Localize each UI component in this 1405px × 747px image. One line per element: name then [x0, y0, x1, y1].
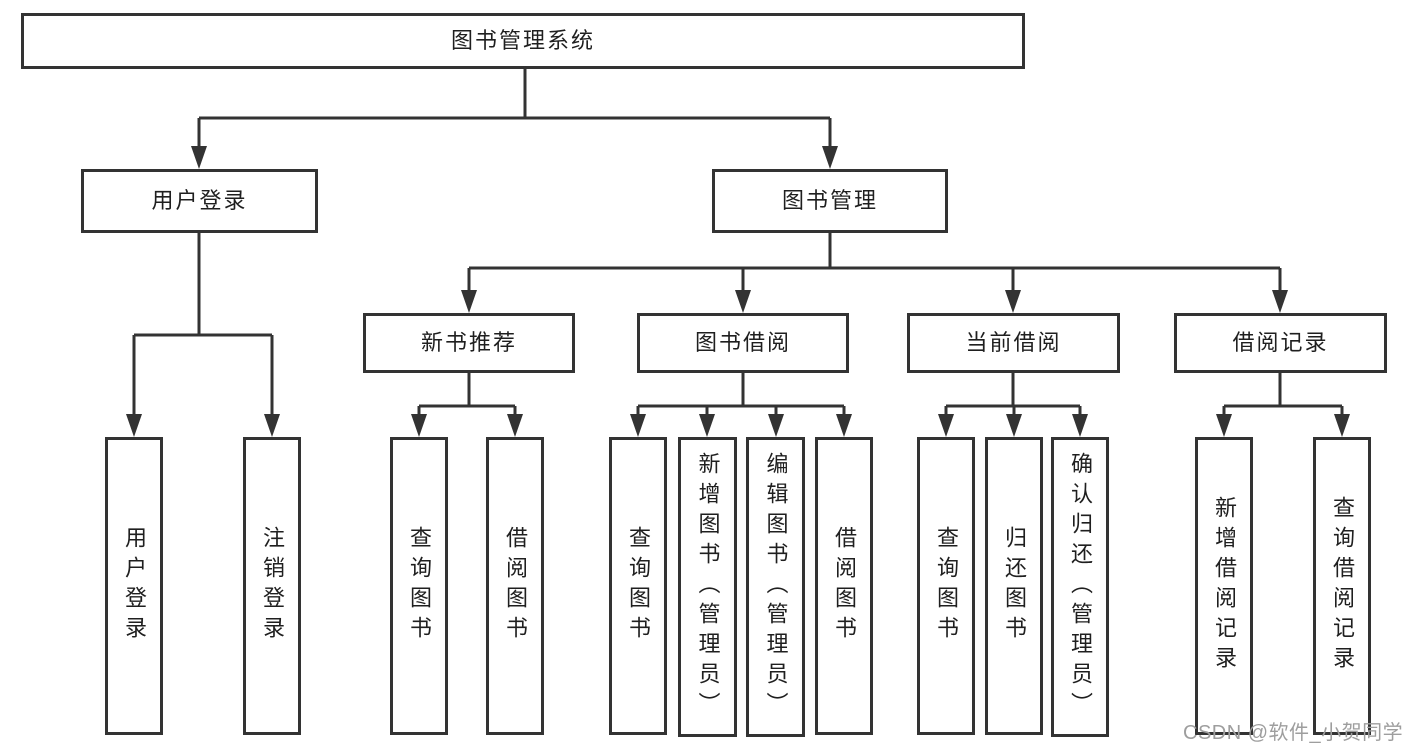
watermark: CSDN @软件_小贺同学 [1183, 722, 1404, 744]
node-leaf-borrow-books-recommend: 借阅图书 [486, 437, 544, 735]
node-current-borrowing: 当前借阅 [907, 313, 1120, 373]
node-user-login-label: 用户登录 [151, 188, 248, 213]
leaf-label: 借阅图书 [832, 526, 857, 646]
leaf-label: 借阅图书 [503, 526, 528, 646]
node-book-management: 图书管理 [712, 169, 948, 233]
leaf-label: 归还图书 [1002, 526, 1027, 646]
node-leaf-edit-books-admin: 编辑图书（管理员） [746, 437, 805, 737]
leaf-label: 确认归还（管理员） [1068, 452, 1093, 722]
node-book-management-label: 图书管理 [781, 188, 878, 213]
leaf-label: 编辑图书（管理员） [763, 452, 789, 722]
node-new-book-recommend-label: 新书推荐 [420, 330, 517, 355]
node-leaf-borrow-books: 借阅图书 [815, 437, 873, 735]
node-root-label: 图书管理系统 [450, 28, 595, 53]
node-borrowing-records-label: 借阅记录 [1232, 330, 1329, 355]
node-leaf-add-borrow-record: 新增借阅记录 [1195, 437, 1253, 735]
node-leaf-logout: 注销登录 [243, 437, 301, 735]
arrowhead-icon [126, 146, 1350, 437]
leaf-label: 用户登录 [122, 526, 147, 646]
node-borrowing-records: 借阅记录 [1174, 313, 1387, 373]
node-leaf-return-books: 归还图书 [985, 437, 1043, 735]
node-leaf-query-books-current: 查询图书 [917, 437, 975, 735]
node-leaf-user-login: 用户登录 [105, 437, 163, 735]
node-leaf-add-books-admin: 新增图书（管理员） [678, 437, 737, 737]
leaf-label: 查询图书 [407, 526, 432, 646]
node-book-borrowing-label: 图书借阅 [694, 330, 791, 355]
leaf-label: 查询借阅记录 [1330, 496, 1355, 676]
node-book-borrowing: 图书借阅 [637, 313, 849, 373]
leaf-label: 查询图书 [934, 526, 959, 646]
leaf-label: 注销登录 [260, 526, 285, 646]
node-new-book-recommend: 新书推荐 [363, 313, 575, 373]
node-current-borrowing-label: 当前借阅 [965, 330, 1062, 355]
node-leaf-query-borrow-record: 查询借阅记录 [1313, 437, 1371, 735]
node-user-login: 用户登录 [81, 169, 318, 233]
node-leaf-query-books-recommend: 查询图书 [390, 437, 448, 735]
leaf-label: 新增借阅记录 [1212, 496, 1237, 676]
node-leaf-query-books-borrowing: 查询图书 [609, 437, 667, 735]
connector-lines [132, 69, 1344, 415]
node-leaf-confirm-return-admin: 确认归还（管理员） [1051, 437, 1109, 737]
node-library-management-system: 图书管理系统 [21, 13, 1025, 69]
leaf-label: 新增图书（管理员） [695, 452, 721, 722]
leaf-label: 查询图书 [626, 526, 651, 646]
